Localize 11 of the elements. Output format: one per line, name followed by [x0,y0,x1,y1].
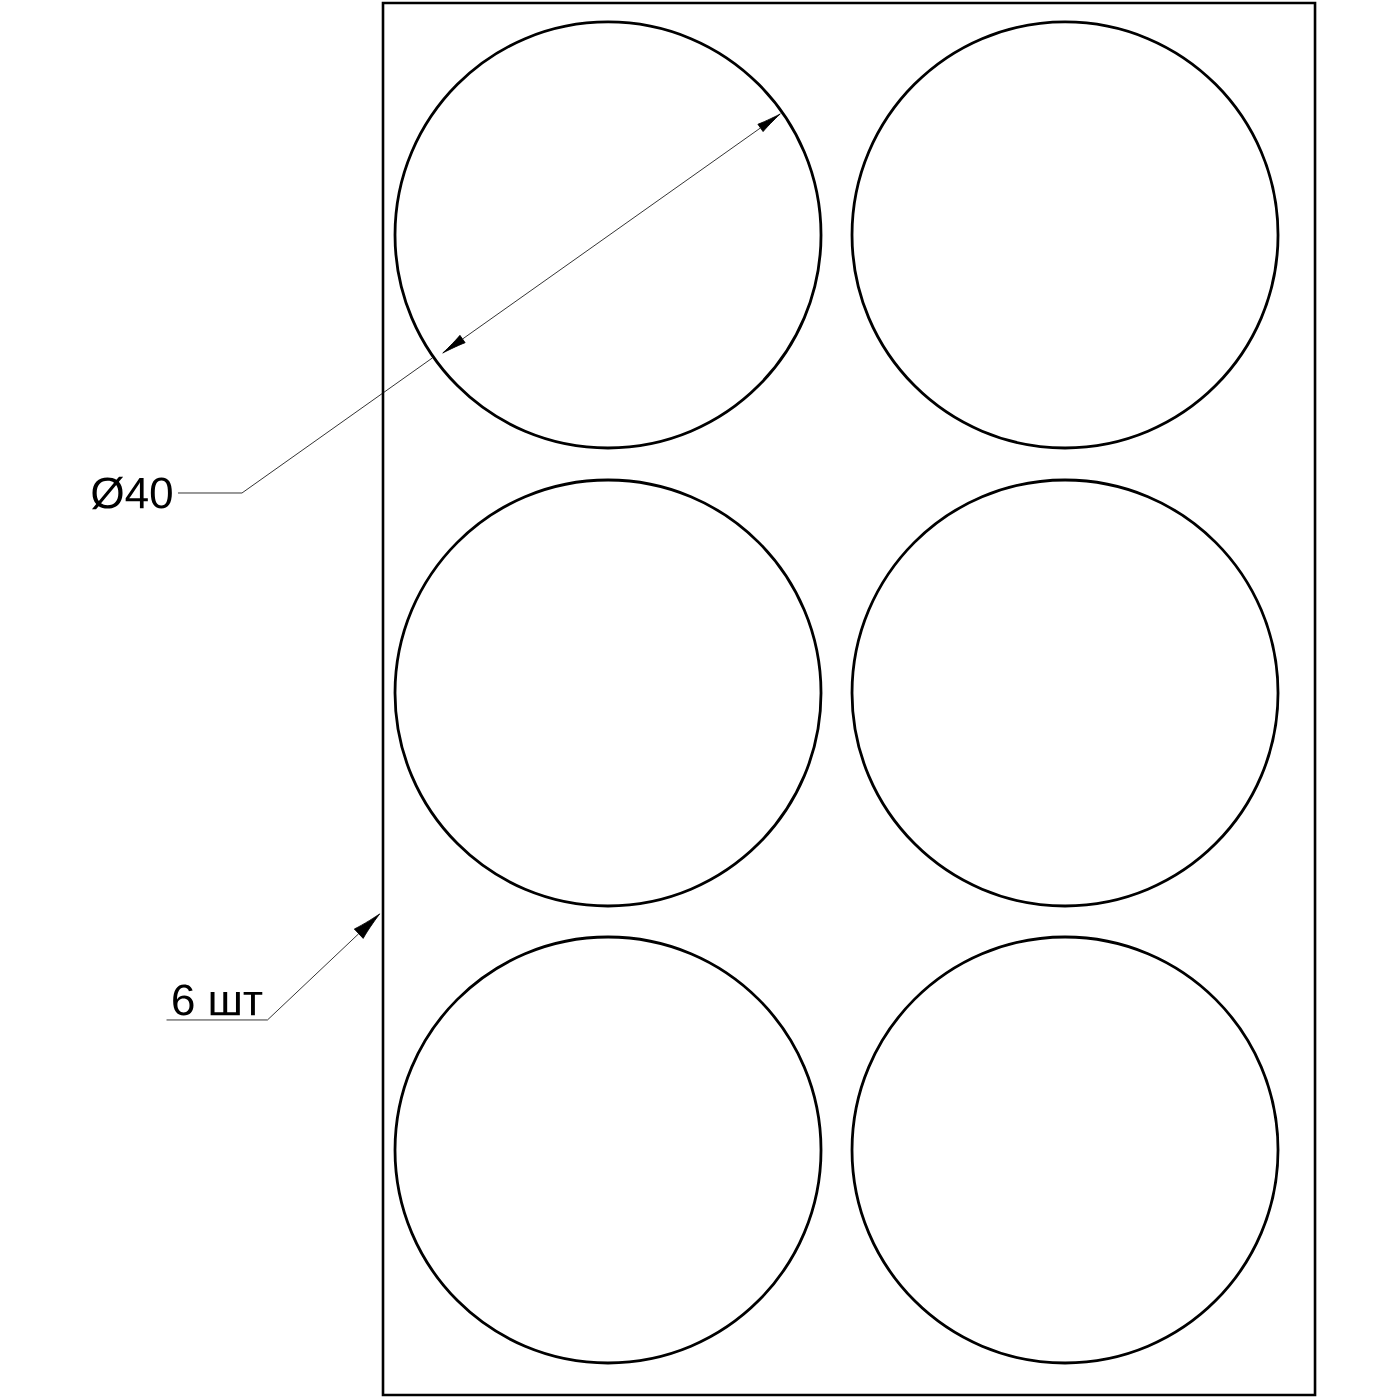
circle-label [850,478,1280,908]
leader-text: 6 шт [173,984,263,1016]
circle-label [393,20,823,450]
leader-text: Ø40 [91,476,172,510]
circle-label [850,20,1280,450]
circle-label [393,478,823,908]
sheet-outline [381,1,1317,1397]
circle-label [393,935,823,1365]
leader-line [166,913,381,1021]
leader-line [177,357,433,494]
circle-label [850,935,1280,1365]
